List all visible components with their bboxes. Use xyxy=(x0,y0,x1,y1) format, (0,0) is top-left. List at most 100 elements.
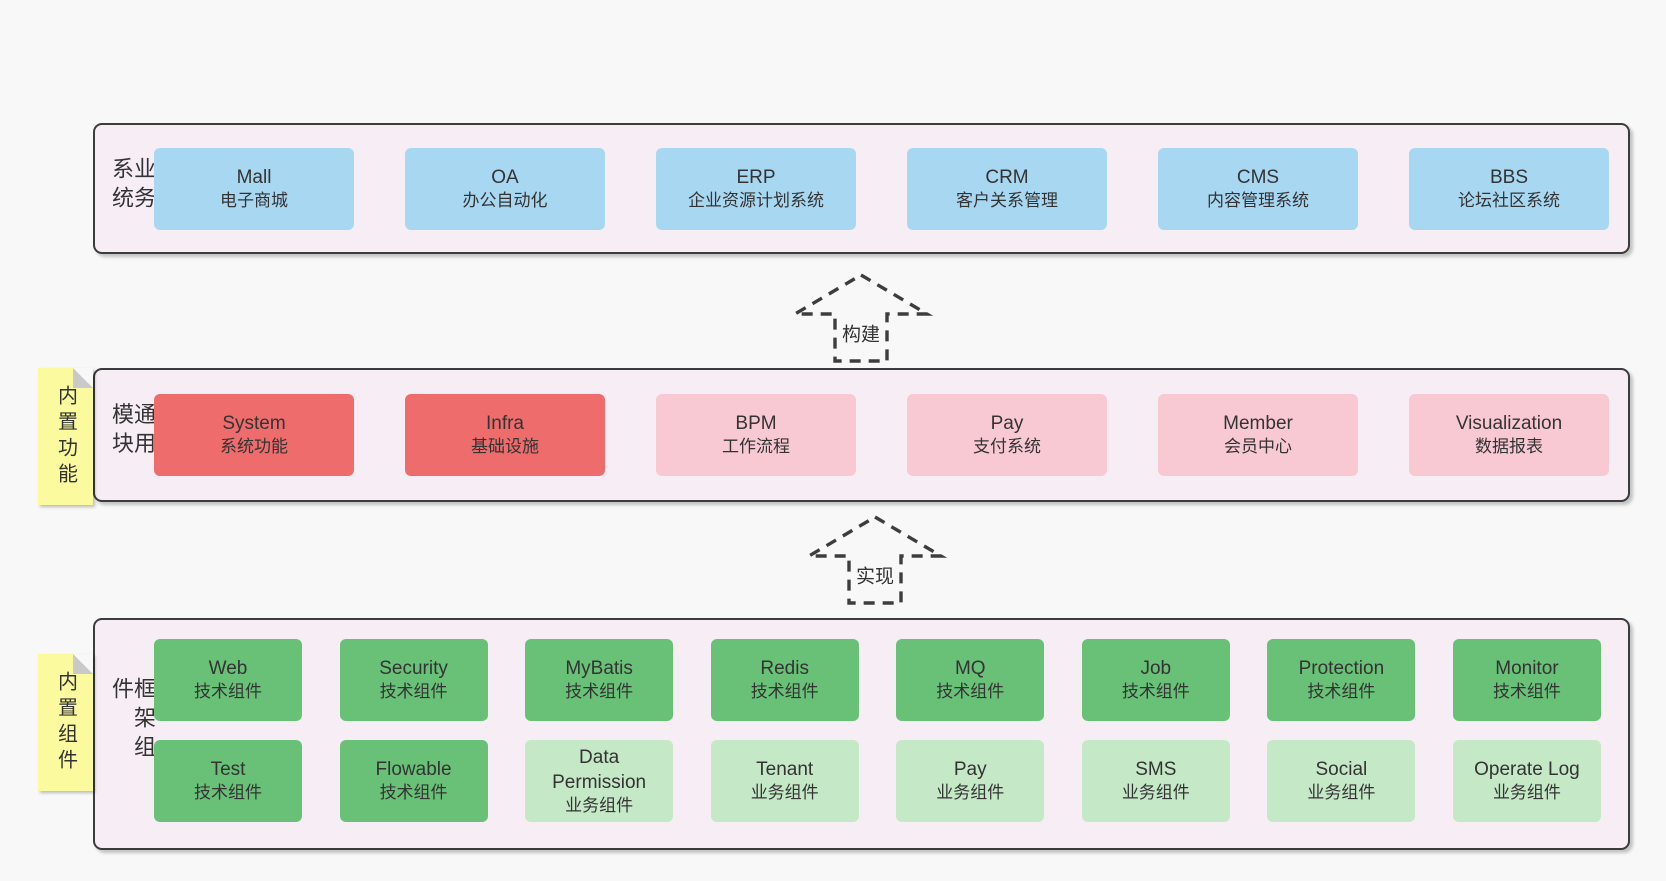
arrow-implement-label: 实现 xyxy=(852,561,898,589)
box-title: Protection xyxy=(1298,658,1385,680)
box-job: Job 技术组件 xyxy=(1081,639,1230,721)
box-pay: Pay 支付系统 xyxy=(907,394,1107,476)
box-title: Test xyxy=(210,759,246,781)
box-member: Member 会员中心 xyxy=(1158,394,1358,476)
box-title: BBS xyxy=(1489,166,1529,188)
box-subtitle: 技术组件 xyxy=(379,783,448,803)
box-subtitle: 数据报表 xyxy=(1475,437,1543,457)
sticky-note-built-in-features: 内置功能 xyxy=(38,368,93,505)
box-subtitle: 客户关系管理 xyxy=(956,190,1058,210)
box-system: System 系统功能 xyxy=(154,394,354,476)
box-subtitle: 电子商城 xyxy=(220,190,288,210)
box-pay-biz: Pay 业务组件 xyxy=(896,740,1045,822)
box-subtitle: 基础设施 xyxy=(471,437,539,457)
box-erp: ERP 企业资源计划系统 xyxy=(656,147,856,230)
up-arrow-icon xyxy=(802,515,948,605)
box-title: Flowable xyxy=(375,759,452,781)
box-subtitle: 办公自动化 xyxy=(462,190,548,210)
box-title: Security xyxy=(379,658,448,680)
box-title: OA xyxy=(491,166,519,188)
box-title: Member xyxy=(1223,413,1293,435)
arrow-implement: 实现 xyxy=(800,514,950,606)
box-subtitle: 支付系统 xyxy=(973,437,1041,457)
arrow-build: 构建 xyxy=(786,272,936,364)
box-title: Pay xyxy=(953,759,987,781)
box-subtitle: 技术组件 xyxy=(194,783,262,803)
box-title: Job xyxy=(1140,658,1172,680)
box-flowable: Flowable 技术组件 xyxy=(339,740,488,822)
box-title: Web xyxy=(208,658,248,680)
box-subtitle: 业务组件 xyxy=(1121,783,1190,803)
section-label-framework: 框架组件 xyxy=(109,677,156,764)
section-common-modules: 通用模块 System 系统功能 Infra 基础设施 BPM 工作流程 Pay… xyxy=(93,368,1630,502)
box-subtitle: 内容管理系统 xyxy=(1207,190,1309,210)
arrow-build-label: 构建 xyxy=(838,319,884,347)
sticky-note-built-in-components: 内置组件 xyxy=(38,654,93,791)
box-subtitle: 系统功能 xyxy=(220,437,288,457)
box-oa: OA 办公自动化 xyxy=(405,147,605,230)
box-subtitle: 论坛社区系统 xyxy=(1458,190,1560,210)
box-monitor: Monitor 技术组件 xyxy=(1452,639,1601,721)
section-label-modules: 通用模块 xyxy=(109,402,156,461)
box-subtitle: 技术组件 xyxy=(1307,682,1376,702)
box-title: MQ xyxy=(954,658,986,680)
sticky-note-text: 内置组件 xyxy=(54,670,77,775)
box-subtitle: 技术组件 xyxy=(1121,682,1190,702)
box-operate-log: Operate Log 业务组件 xyxy=(1452,740,1601,822)
box-cms: CMS 内容管理系统 xyxy=(1158,147,1358,230)
box-title: MyBatis xyxy=(565,658,633,680)
box-mall: Mall 电子商城 xyxy=(154,147,354,230)
box-bpm: BPM 工作流程 xyxy=(656,394,856,476)
box-tenant: Tenant 业务组件 xyxy=(710,740,859,822)
box-subtitle: 技术组件 xyxy=(750,682,819,702)
box-title: Pay xyxy=(990,413,1024,435)
box-title: ERP xyxy=(736,166,776,188)
box-title: SMS xyxy=(1135,759,1177,781)
box-social: Social 业务组件 xyxy=(1267,740,1416,822)
box-crm: CRM 客户关系管理 xyxy=(907,147,1107,230)
box-subtitle: 技术组件 xyxy=(565,682,634,702)
box-title: CMS xyxy=(1236,166,1280,188)
box-security: Security 技术组件 xyxy=(339,639,488,721)
framework-row-2: Test 技术组件 Flowable 技术组件 Data Permission … xyxy=(154,740,1601,822)
box-visualization: Visualization 数据报表 xyxy=(1409,394,1609,476)
box-subtitle: 会员中心 xyxy=(1224,437,1292,457)
box-title: Data Permission xyxy=(552,746,647,793)
box-title: Visualization xyxy=(1455,413,1563,435)
box-mq: MQ 技术组件 xyxy=(896,639,1045,721)
section-framework-components: 框架组件 Web 技术组件 Security 技术组件 MyBatis 技术组件… xyxy=(93,618,1630,850)
box-subtitle: 技术组件 xyxy=(1492,682,1561,702)
box-mybatis: MyBatis 技术组件 xyxy=(525,639,674,721)
box-subtitle: 技术组件 xyxy=(936,682,1005,702)
box-title: Infra xyxy=(485,413,525,435)
business-box-row: Mall 电子商城 OA 办公自动化 ERP 企业资源计划系统 CRM 客户关系… xyxy=(154,125,1609,252)
box-infra: Infra 基础设施 xyxy=(405,394,605,476)
framework-box-rows: Web 技术组件 Security 技术组件 MyBatis 技术组件 Redi… xyxy=(154,639,1601,822)
box-data-permission: Data Permission 业务组件 xyxy=(525,740,674,822)
modules-box-row: System 系统功能 Infra 基础设施 BPM 工作流程 Pay 支付系统… xyxy=(154,370,1609,500)
box-subtitle: 工作流程 xyxy=(722,437,790,457)
box-title: CRM xyxy=(985,166,1029,188)
box-title: Mall xyxy=(236,166,272,188)
box-subtitle: 业务组件 xyxy=(936,783,1005,803)
framework-row-1: Web 技术组件 Security 技术组件 MyBatis 技术组件 Redi… xyxy=(154,639,1601,721)
box-title: Tenant xyxy=(756,759,814,781)
box-title: Operate Log xyxy=(1474,759,1580,781)
box-test: Test 技术组件 xyxy=(154,740,302,822)
box-redis: Redis 技术组件 xyxy=(710,639,859,721)
box-subtitle: 技术组件 xyxy=(194,682,262,702)
box-title: Social xyxy=(1315,759,1368,781)
box-subtitle: 技术组件 xyxy=(379,682,448,702)
box-title: System xyxy=(222,413,286,435)
box-protection: Protection 技术组件 xyxy=(1267,639,1416,721)
box-web: Web 技术组件 xyxy=(154,639,302,721)
box-subtitle: 业务组件 xyxy=(750,783,819,803)
section-label-business: 业务系统 xyxy=(109,156,156,215)
box-title: Monitor xyxy=(1495,658,1559,680)
box-subtitle: 业务组件 xyxy=(1307,783,1376,803)
box-subtitle: 企业资源计划系统 xyxy=(688,190,824,210)
box-title: BPM xyxy=(735,413,777,435)
box-title: Redis xyxy=(760,658,809,680)
box-subtitle: 业务组件 xyxy=(1492,783,1561,803)
